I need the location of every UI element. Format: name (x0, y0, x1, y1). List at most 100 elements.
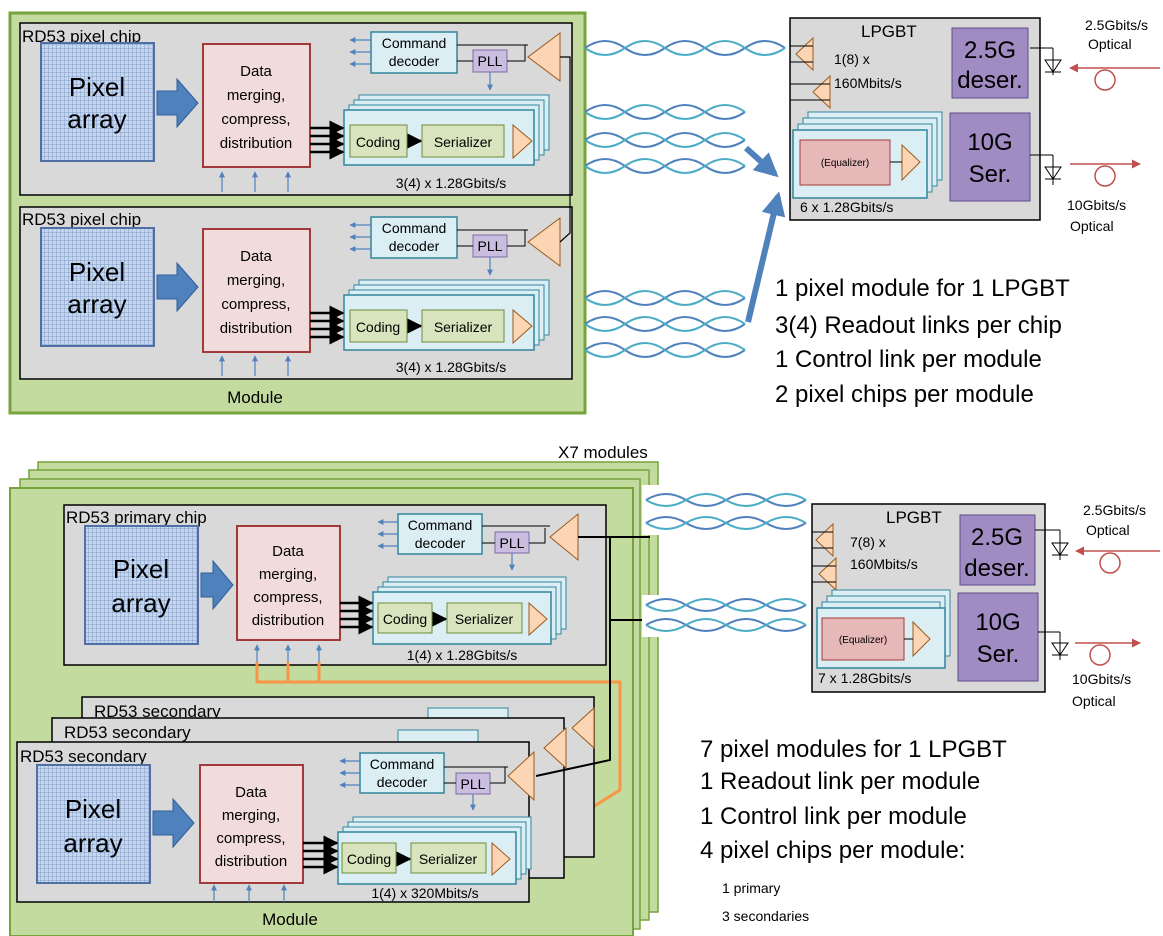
optical-fiber-icon (1094, 165, 1116, 187)
pixel-array (40, 42, 155, 162)
data-flow-arrow (156, 261, 199, 313)
laser-diode-icon (1044, 166, 1062, 180)
data-merging-block (199, 764, 304, 884)
command-decoder-text: decoder (415, 535, 466, 551)
command-decoder-text: decoder (389, 53, 440, 69)
pll-text: PLL (461, 776, 486, 792)
optical-fiber-icon (1089, 644, 1111, 666)
lpgbt-rate-label: 6 x 1.28Gbits/s (800, 199, 893, 215)
module-label: Module (227, 388, 283, 407)
pixel-array-label: Pixel (69, 257, 125, 287)
driver-amplifier (512, 308, 533, 345)
optical-in-label: Optical (1086, 522, 1130, 538)
module-label: Module (262, 910, 318, 929)
ser-text: 10G (975, 609, 1020, 636)
command-decoder-text: Command (382, 35, 447, 51)
summary-line: 1 Control link per module (775, 346, 1042, 373)
ser-text: Ser. (977, 641, 1020, 668)
equalizer-text: (Equalizer) (821, 158, 869, 169)
summary-line: 1 Readout link per module (700, 768, 980, 795)
coding-block (377, 602, 433, 634)
optical-out-label: 10Gbits/s (1067, 197, 1126, 213)
equalizer-block (799, 139, 891, 186)
serializer-text: Serializer (434, 134, 493, 150)
deser-text: deser. (957, 67, 1022, 94)
command-decoder (397, 513, 483, 555)
optical-in-label: 2.5Gbits/s (1085, 17, 1148, 33)
readout-rate-label: 1(4) x 1.28Gbits/s (407, 647, 518, 663)
data-flow-arrow (156, 77, 199, 129)
twisted-pair-cables (584, 40, 786, 358)
optical-fiber-icon (1094, 69, 1116, 91)
lpgbt-block: LPGBT 7(8) x 160Mbits/s 2.5G deser. 10G … (811, 503, 1160, 693)
ser-text: 10G (967, 129, 1012, 156)
readout-rate-label: 3(4) x 1.28Gbits/s (396, 175, 507, 191)
laser-diode-icon (1051, 642, 1069, 656)
coding-block (349, 124, 408, 158)
summary-line: 7 pixel modules for 1 LPGBT (700, 736, 1007, 763)
chip-label: RD53 pixel chip (22, 210, 141, 229)
serializer-text: Serializer (419, 851, 478, 867)
pll-text: PLL (478, 238, 503, 254)
data-block-text: merging, (227, 87, 285, 104)
pixel-array (36, 764, 151, 884)
optical-out-label: Optical (1070, 218, 1114, 234)
primary-chip: RD53 primary chip Pixel array Data mergi… (63, 504, 607, 666)
serializer-text: Serializer (455, 611, 514, 627)
pixel-array-label: array (67, 289, 126, 319)
secondary-chip: RD53 secondary Pixel array Data merging,… (16, 741, 535, 903)
pixel-chip: RD53 pixel chip Pixel array Data merging… (19, 22, 573, 196)
receiver-amplifier (507, 750, 535, 802)
data-block-text: distribution (252, 612, 325, 629)
data-block-text: compress, (216, 830, 285, 847)
link-arrow (745, 191, 786, 323)
serializer-text: Serializer (434, 319, 493, 335)
chip-label: RD53 secondary (64, 723, 191, 742)
pixel-chip: RD53 pixel chip Pixel array Data merging… (19, 206, 573, 380)
equalizer-text: (Equalizer) (839, 635, 887, 646)
pixel-array (84, 525, 199, 645)
pixel-array (40, 227, 155, 347)
optical-in-label: 2.5Gbits/s (1083, 502, 1146, 518)
data-block-text: Data (272, 543, 304, 560)
pll-text: PLL (500, 535, 525, 551)
deserializer-block (959, 514, 1036, 586)
bottom-summary: 7 pixel modules for 1 LPGBT 1 Readout li… (700, 736, 1007, 924)
summary-subline: 1 primary (722, 880, 780, 896)
optical-out-label: 10Gbits/s (1072, 671, 1131, 687)
summary-subline: 3 secondaries (722, 908, 809, 924)
lpgbt-title: LPGBT (861, 22, 917, 41)
pixel-array-label: Pixel (65, 794, 121, 824)
photodiode-icon (1044, 59, 1062, 73)
coding-block (341, 842, 397, 874)
lpgbt-rx-text: 160Mbits/s (834, 75, 902, 91)
optical-in-label: Optical (1088, 36, 1132, 52)
pixel-array-label: array (111, 588, 170, 618)
driver-amplifier (512, 123, 533, 160)
lpgbt-title: LPGBT (886, 508, 942, 527)
summary-line: 3(4) Readout links per chip (775, 312, 1062, 339)
data-block-text: Data (235, 784, 267, 801)
command-decoder-text: decoder (389, 238, 440, 254)
twisted-pair-cables (642, 485, 818, 637)
photodiode-icon (1051, 542, 1069, 556)
chip-label: RD53 secondary (94, 702, 221, 721)
data-flow-arrow (200, 559, 234, 611)
data-merging-block (236, 525, 341, 641)
pixel-array-label: array (67, 104, 126, 134)
data-flow-arrow (152, 797, 195, 849)
summary-line: 2 pixel chips per module (775, 381, 1034, 408)
driver-amplifier (528, 601, 548, 637)
data-merging-block (202, 43, 311, 168)
coding-block (349, 309, 408, 343)
coding-text: Coding (383, 611, 427, 627)
equalizer-block (821, 617, 905, 661)
serializer-10g-block (957, 592, 1039, 682)
data-block-text: distribution (215, 853, 288, 870)
data-block-text: Data (240, 63, 272, 80)
command-decoder (359, 752, 445, 794)
data-block-text: distribution (220, 135, 293, 152)
deser-text: deser. (964, 555, 1029, 582)
readout-rate-label: 3(4) x 1.28Gbits/s (396, 359, 507, 375)
